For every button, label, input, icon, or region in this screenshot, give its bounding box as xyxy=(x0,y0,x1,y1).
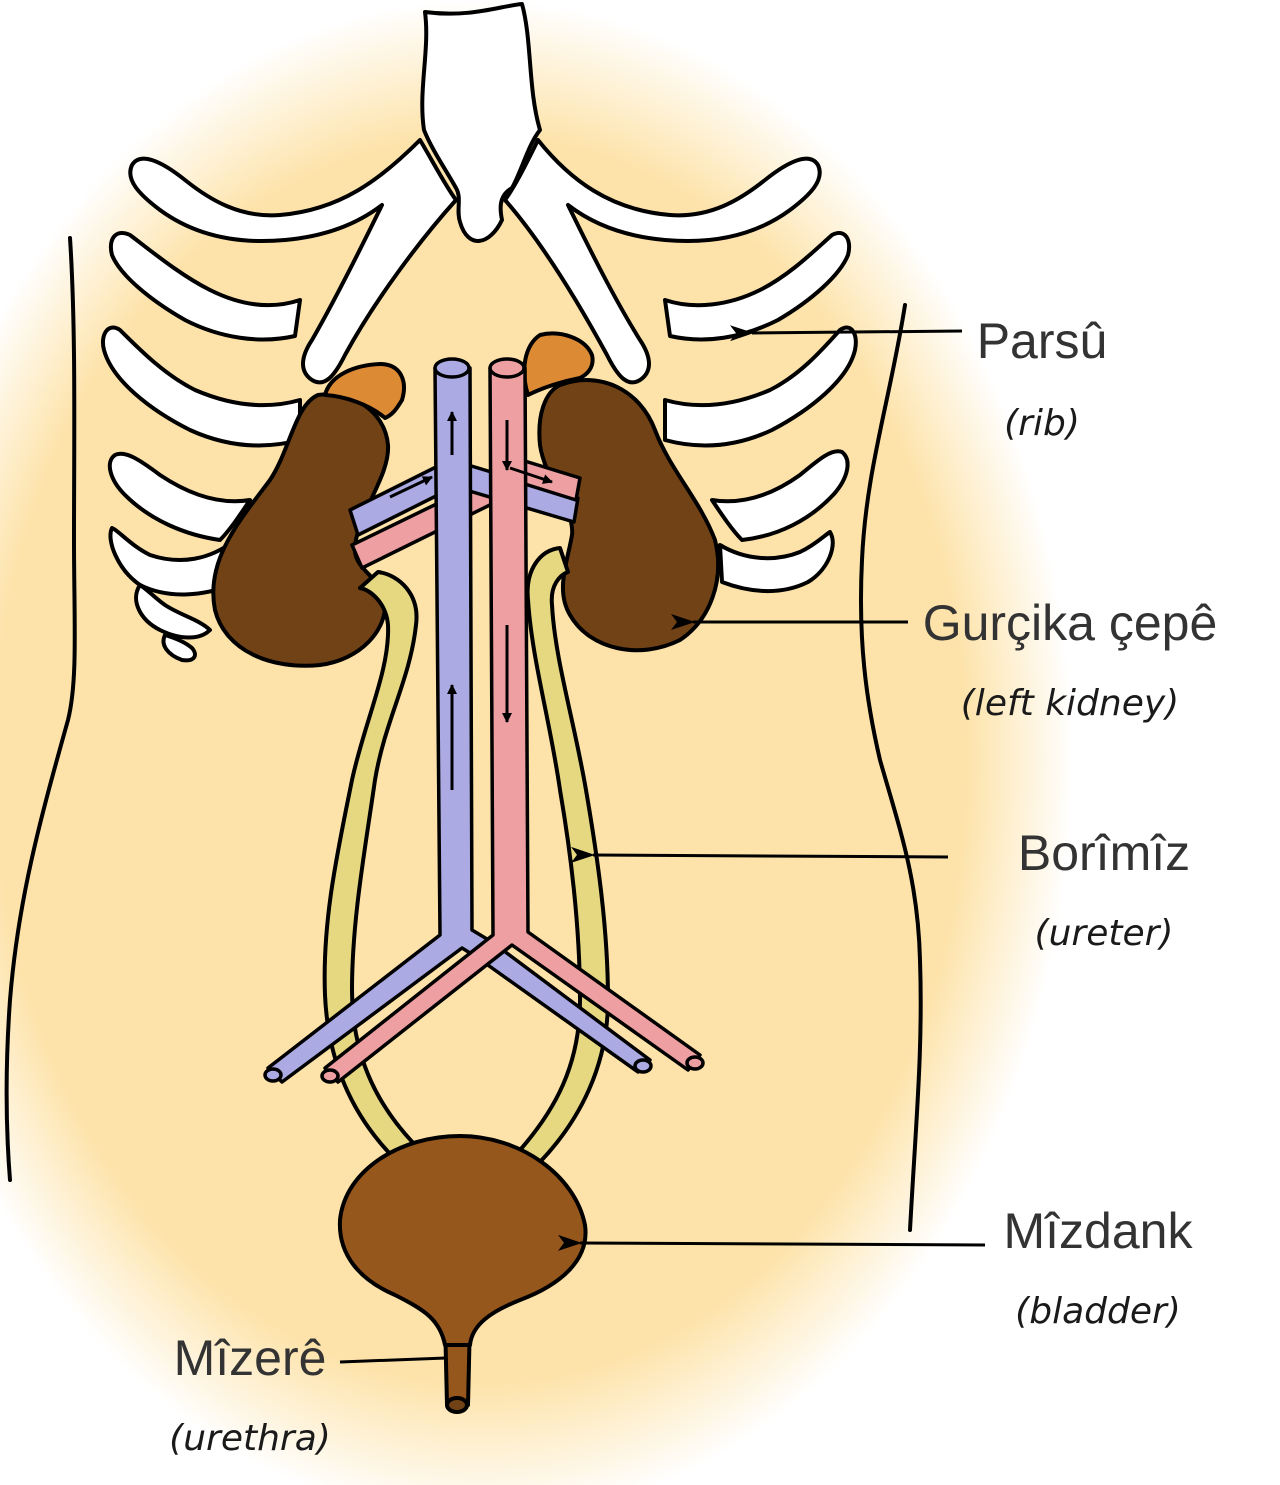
bladder-label: Mîzdank xyxy=(1004,1203,1194,1259)
right-iliac-vein-end xyxy=(265,1069,281,1081)
left-iliac-vein-end xyxy=(635,1060,651,1072)
kidney-label: Gurçika çepê xyxy=(923,595,1218,651)
rib-pointer xyxy=(752,331,962,333)
aorta-opening xyxy=(490,359,524,377)
bladder-pointer xyxy=(580,1243,985,1245)
ureter-translation: (ureter) xyxy=(1035,913,1174,954)
rib-translation: (rib) xyxy=(1004,403,1080,444)
ureter-pointer xyxy=(593,855,948,857)
urethra-translation: (urethra) xyxy=(169,1418,331,1459)
kidney-translation: (left kidney) xyxy=(961,683,1179,724)
rib-label: Parsû xyxy=(977,313,1108,369)
urethra-opening xyxy=(447,1398,467,1412)
ureter-label: Borîmîz xyxy=(1018,825,1190,881)
left-iliac-artery-end xyxy=(687,1057,703,1069)
bladder-translation: (bladder) xyxy=(1015,1291,1181,1332)
urethra-label: Mîzerê xyxy=(174,1330,327,1386)
vena-cava-opening xyxy=(435,359,469,377)
right-iliac-artery-end xyxy=(322,1070,338,1082)
